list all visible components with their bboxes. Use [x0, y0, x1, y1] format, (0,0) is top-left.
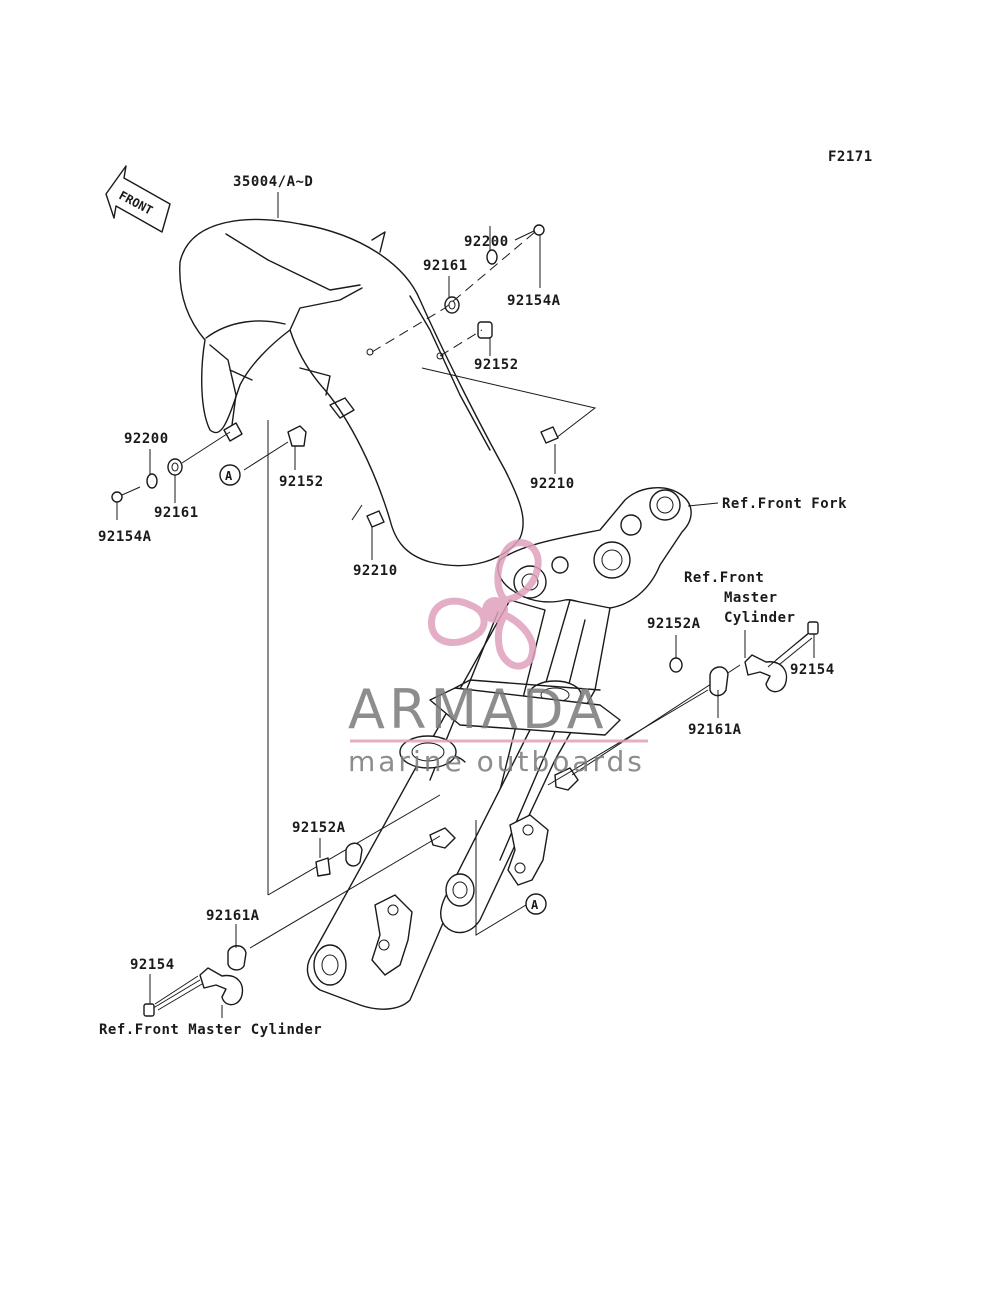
- callout-collar-low: 92152A: [292, 820, 346, 836]
- callout-grommet-left: 92161: [154, 505, 199, 521]
- bolt-top-hardware: [371, 224, 597, 444]
- callout-grommet-right: 92161A: [688, 722, 742, 738]
- callout-bolt-right: 92154: [790, 662, 835, 678]
- marker-a-label-bottom: A: [531, 898, 539, 912]
- callout-grommet-top: 92161: [423, 258, 468, 274]
- callout-ref-master-right-2: Master: [724, 590, 778, 606]
- callout-collar-left: 92152: [279, 474, 324, 490]
- figure-code: F2171: [828, 149, 873, 165]
- watermark-tagline: marine outboards: [348, 745, 645, 778]
- front-arrow-icon: FRONT: [105, 165, 171, 233]
- watermark: ARMADA marine outboards: [348, 539, 648, 778]
- bolt-left-hardware: [111, 425, 385, 528]
- callout-ref-master-right-1: Ref.Front: [684, 570, 764, 586]
- bolt-right-hardware: [547, 621, 819, 786]
- watermark-brand: ARMADA: [348, 678, 608, 741]
- callout-collar-right: 92152A: [647, 616, 701, 632]
- propeller-logo-icon: [428, 539, 542, 670]
- callout-ref-master-bottom: Ref.Front Master Cylinder: [99, 1022, 322, 1038]
- callout-washer-top: 92200: [464, 234, 509, 250]
- callout-bolt-top: 92154A: [507, 293, 561, 309]
- callout-nut-lower: 92210: [353, 563, 398, 579]
- leader-lines: [116, 192, 815, 1018]
- callout-fender: 35004/A~D: [233, 174, 313, 190]
- callout-bolt-left: 92154A: [98, 529, 152, 545]
- callout-nut-right: 92210: [530, 476, 575, 492]
- marker-a-label-top: A: [225, 469, 233, 483]
- callout-washer-left: 92200: [124, 431, 169, 447]
- callout-ref-front-fork: Ref.Front Fork: [722, 496, 847, 512]
- reference-marker-a: A A: [219, 420, 547, 936]
- callout-ref-master-right-3: Cylinder: [724, 610, 795, 626]
- callout-collar-top: 92152: [474, 357, 519, 373]
- callout-grommet-low: 92161A: [206, 908, 260, 924]
- callout-bolt-low: 92154: [130, 957, 175, 973]
- front-fork: [306, 487, 692, 1010]
- front-fender: [179, 218, 524, 567]
- bolt-low-hardware: [143, 794, 441, 1017]
